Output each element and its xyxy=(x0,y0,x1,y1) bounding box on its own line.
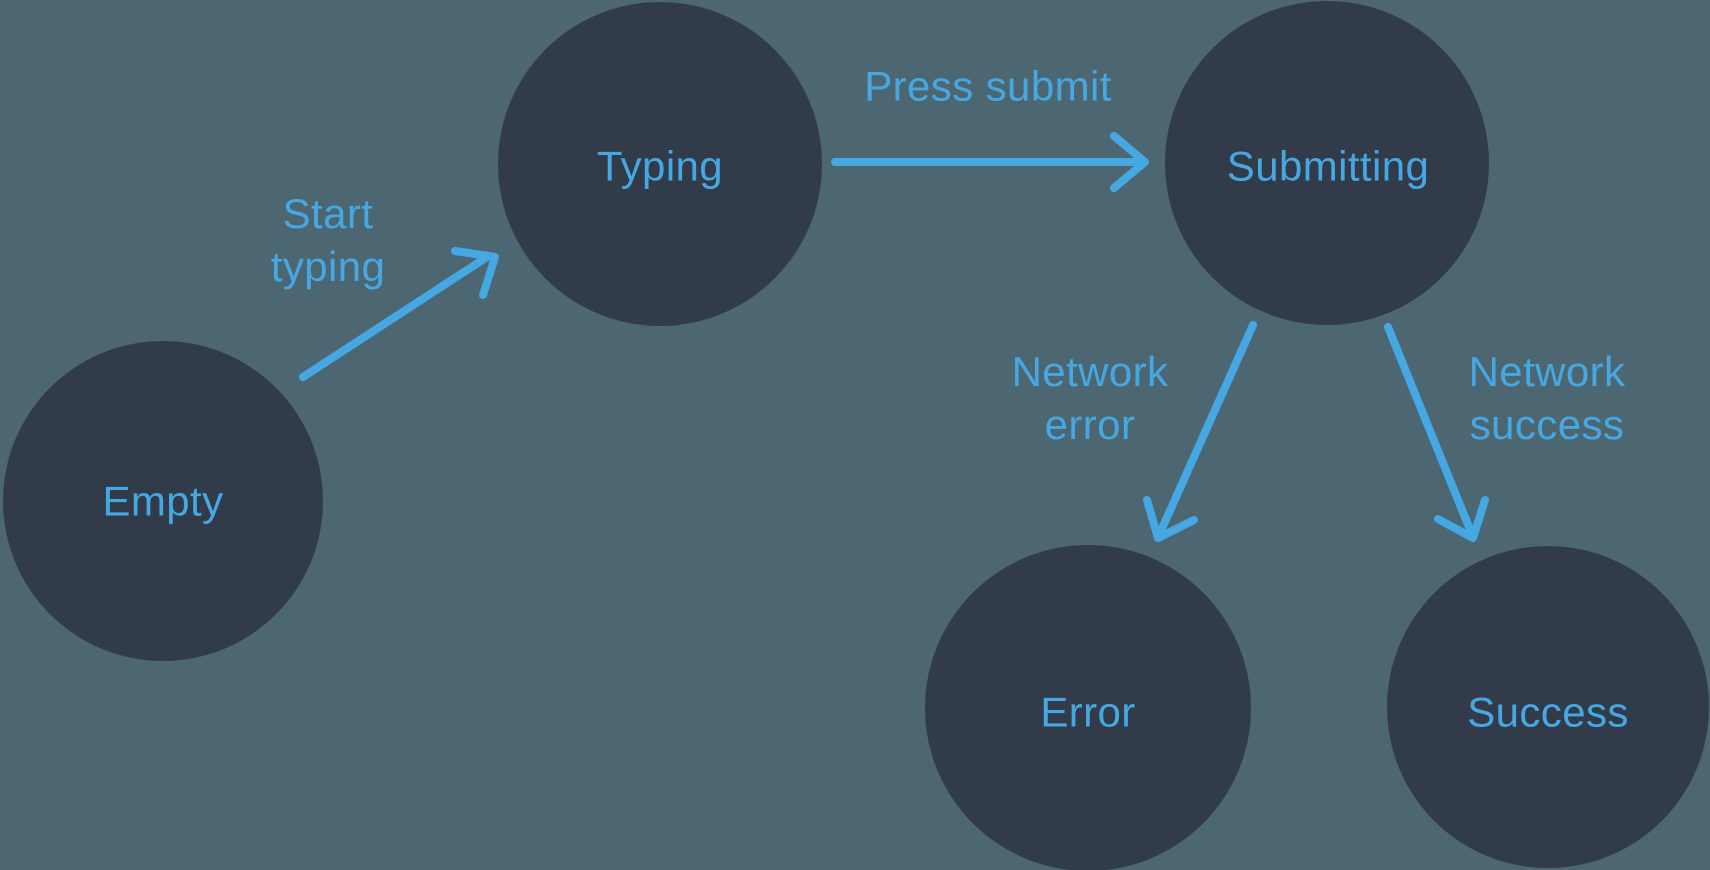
transition-label-line: Network xyxy=(1011,348,1169,395)
transition-label-line: typing xyxy=(270,243,386,290)
transition-arrow-network-error xyxy=(1156,321,1257,537)
transition-arrowhead-network-error xyxy=(1143,496,1198,542)
transition-label-line: Start xyxy=(282,190,374,237)
state-node-empty xyxy=(3,341,323,661)
transition-arrowhead-network-success xyxy=(1434,496,1489,542)
transition-label-line: success xyxy=(1469,401,1625,448)
transition-label-network-success: Network success xyxy=(1469,345,1626,451)
transition-label-line: error xyxy=(1044,401,1136,448)
transition-label-network-error: Network error xyxy=(1012,345,1169,451)
transition-label-press-submit: Press submit xyxy=(864,60,1112,113)
state-node-error xyxy=(925,545,1251,870)
transition-arrow-network-success xyxy=(1384,323,1475,536)
transition-label-line: Press submit xyxy=(864,62,1112,110)
state-label-typing: Typing xyxy=(596,142,724,190)
state-label-empty: Empty xyxy=(102,477,224,525)
state-node-submitting xyxy=(1165,1,1489,325)
transition-arrow-start-typing xyxy=(299,253,491,381)
state-node-success xyxy=(1387,546,1709,868)
transition-arrowhead-start-typing xyxy=(451,247,499,299)
state-node-typing xyxy=(498,2,822,326)
transition-arrowhead-press-submit xyxy=(1110,132,1149,192)
state-label-submitting: Submitting xyxy=(1226,142,1430,190)
transition-label-start-typing: Start typing xyxy=(271,187,385,293)
state-label-success: Success xyxy=(1467,688,1629,736)
state-label-error: Error xyxy=(1040,688,1136,736)
transition-label-line: Network xyxy=(1468,348,1626,395)
